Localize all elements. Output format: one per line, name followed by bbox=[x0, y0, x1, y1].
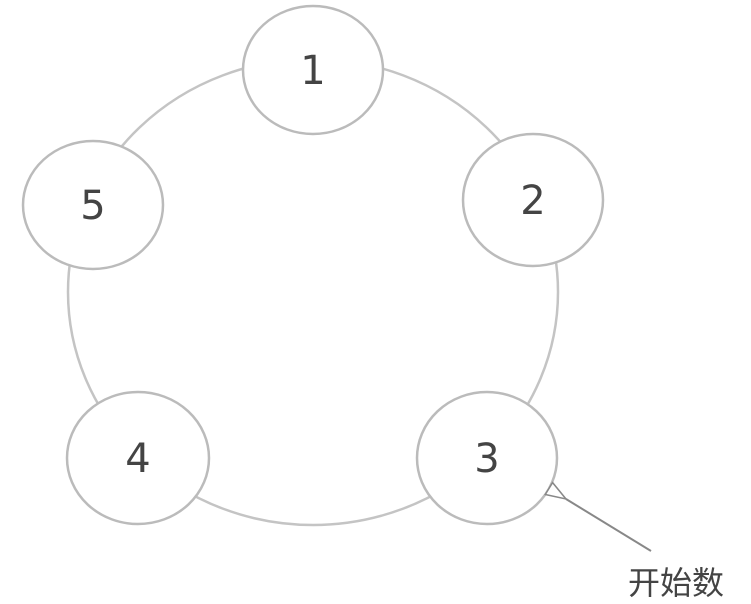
node-circle bbox=[65, 390, 211, 526]
node-3: 3 bbox=[415, 390, 559, 526]
node-label: 4 bbox=[125, 436, 150, 482]
node-label: 1 bbox=[300, 48, 325, 94]
node-label: 2 bbox=[520, 178, 545, 224]
start-arrow bbox=[566, 499, 652, 552]
node-1: 1 bbox=[241, 4, 385, 136]
node-label: 3 bbox=[474, 436, 499, 482]
node-circle bbox=[461, 132, 605, 268]
node-5: 5 bbox=[21, 139, 165, 271]
node-label: 5 bbox=[80, 183, 105, 229]
start-label: 开始数 bbox=[628, 564, 725, 602]
node-circle bbox=[415, 390, 559, 526]
node-circle bbox=[21, 139, 165, 271]
node-4: 4 bbox=[65, 390, 211, 526]
node-2: 2 bbox=[461, 132, 605, 268]
node-circle bbox=[241, 4, 385, 136]
